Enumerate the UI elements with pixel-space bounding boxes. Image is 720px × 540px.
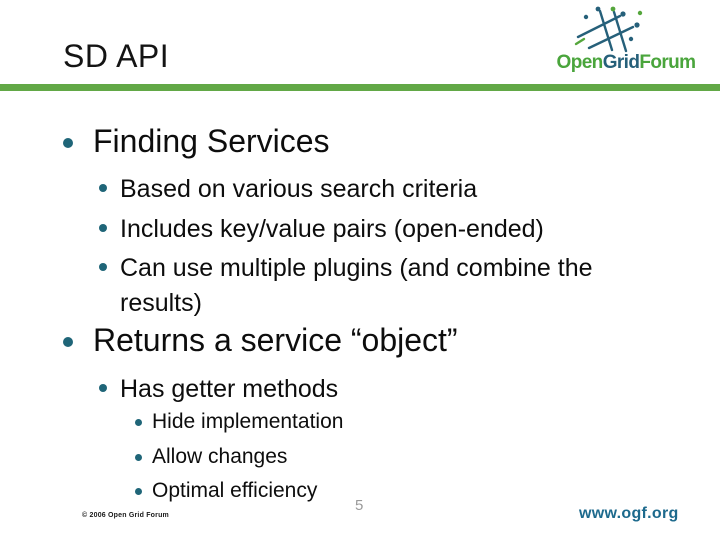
bullet-text: Finding Services (93, 123, 330, 159)
logo-word-forum: Forum (639, 52, 696, 73)
bullet-icon (135, 488, 142, 495)
bullet-item: Has getter methods (99, 372, 338, 407)
bullet-item: Can use multiple plugins (and combine th… (99, 251, 680, 321)
bullet-item: Optimal efficiency (135, 479, 317, 502)
bullet-text: Can use multiple plugins (and combine th… (120, 254, 593, 317)
logo-word-grid: Grid (602, 52, 640, 73)
bullet-icon (99, 263, 107, 271)
ogf-wordmark: OpenGridForum (556, 52, 697, 74)
bullet-icon (63, 138, 73, 148)
bullet-icon (135, 454, 142, 461)
bullet-text: Hide implementation (152, 410, 344, 433)
footer-copyright: © 2006 Open Grid Forum (82, 512, 169, 519)
bullet-item: Hide implementation (135, 410, 343, 433)
bullet-text: Has getter methods (120, 375, 339, 403)
bullet-icon (99, 224, 107, 232)
bullet-item: Includes key/value pairs (open-ended) (99, 212, 544, 247)
bullet-icon (135, 419, 142, 426)
bullet-item: Finding Services (63, 123, 330, 159)
bullet-text: Includes key/value pairs (open-ended) (120, 215, 544, 243)
bullet-item: Allow changes (135, 445, 287, 468)
page-title: SD API (63, 38, 170, 74)
bullet-icon (99, 184, 107, 192)
bullet-text: Allow changes (152, 445, 288, 468)
bullet-text: Based on various search criteria (120, 175, 478, 203)
page-number: 5 (355, 497, 364, 514)
bullet-icon (63, 337, 73, 347)
footer-url[interactable]: www.ogf.org (579, 505, 679, 522)
bullet-icon (99, 384, 107, 392)
bullet-text: Optimal efficiency (152, 479, 318, 502)
logo-word-open: Open (556, 52, 604, 73)
bullet-item: Based on various search criteria (99, 172, 477, 207)
bullet-item: Returns a service “object” (63, 322, 458, 358)
ogf-logo: OpenGridForum (556, 6, 696, 74)
header-divider (0, 84, 720, 91)
network-grid-icon (574, 6, 643, 53)
bullet-text: Returns a service “object” (93, 322, 458, 358)
